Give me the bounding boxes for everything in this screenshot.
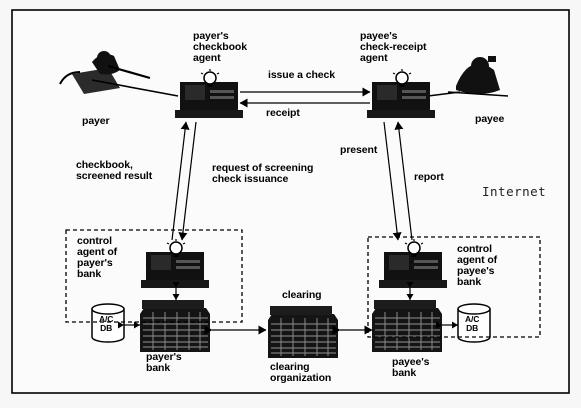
checkbook-screened-label: checkbook,screened result — [76, 160, 152, 182]
present-label: present — [340, 145, 377, 156]
internet-label: Internet — [482, 186, 546, 197]
clearing-organization-building-icon — [268, 306, 338, 358]
payee-bank-building-icon — [372, 300, 442, 352]
payee-label: payee — [475, 114, 504, 125]
clearing-label: clearing — [282, 290, 321, 301]
payer-bank-building-icon — [140, 300, 210, 352]
report-label: report — [414, 172, 444, 183]
issue-check-label: issue a check — [268, 70, 335, 81]
receipt-label: receipt — [266, 108, 300, 119]
payer-label: payer — [82, 116, 110, 127]
